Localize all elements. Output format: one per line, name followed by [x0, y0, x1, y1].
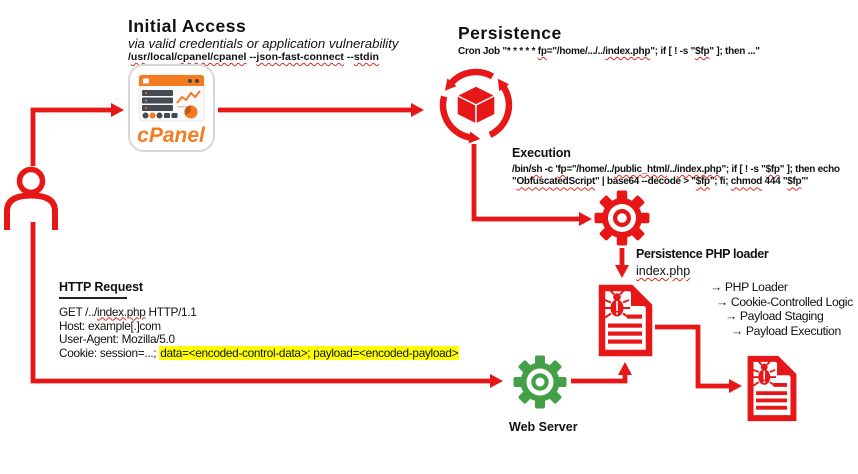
web-server-label: Web Server: [509, 420, 578, 434]
cpanel-icon: cPanel: [128, 64, 215, 152]
arrow-attacker-to-cpanel: [30, 103, 124, 166]
initial-access-subtitle: via valid credentials or application vul…: [128, 36, 399, 51]
http-request-underline: [59, 297, 127, 299]
persistence-title: Persistence: [458, 23, 562, 43]
list-item: → PHP Loader: [710, 280, 788, 294]
arrow-persistence-to-execution: [471, 144, 592, 226]
execution-command-line2: "ObfuscatedScript" | base64 --decode > "…: [512, 176, 808, 188]
initial-access-command: /usr/local/cpanel/cpanel --json-fast-con…: [128, 51, 379, 63]
initial-access-block: Initial Access via valid credentials or …: [128, 17, 399, 63]
package-cycle-icon: [439, 68, 513, 144]
initial-access-title: Initial Access: [128, 16, 247, 36]
http-request-title: HTTP Request: [59, 280, 143, 294]
arrow-loader-to-payload: [655, 324, 742, 393]
highlighted-cookie-payload: data=<encoded-control-data>; payload=<en…: [159, 346, 460, 361]
php-loader-block: Persistence PHP loader index.php: [636, 247, 769, 278]
http-request-line: User-Agent: Mozilla/5.0: [59, 332, 175, 347]
execution-title: Execution: [512, 146, 571, 160]
list-item: → Payload Execution: [731, 323, 841, 338]
php-loader-list: → PHP Loader → Cookie-Controlled Logic →…: [710, 280, 853, 338]
persistence-cron-command: Cron Job "* * * * * fp="/home/.../../ind…: [458, 46, 760, 57]
attacker-icon: [4, 166, 58, 230]
http-request-line: GET /../index.php HTTP/1.1: [59, 304, 197, 319]
malicious-php-file-icon: [598, 284, 653, 357]
http-request-block: HTTP Request GET /../index.php HTTP/1.1 …: [59, 280, 460, 361]
arrow-attacker-to-webserver: [30, 222, 503, 388]
execution-block: Execution /bin/sh -c 'fp="/home/../publi…: [512, 146, 840, 189]
staged-payload-file-icon: [747, 355, 797, 422]
execution-gear-icon: [594, 190, 650, 246]
http-request-line: Cookie: session=...; data=<encoded-contr…: [59, 346, 460, 361]
execution-command-line1: /bin/sh -c 'fp="/home/../public_html/../…: [512, 164, 840, 175]
persistence-block: Persistence Cron Job "* * * * * fp="/hom…: [458, 24, 760, 57]
php-loader-title: Persistence PHP loader: [636, 247, 769, 261]
php-loader-file: index.php: [636, 264, 691, 278]
http-request-line: Host: example[.]com: [59, 318, 161, 333]
web-server-gear-icon: [513, 355, 567, 409]
list-item: → Cookie-Controlled Logic: [716, 294, 853, 309]
list-item: → Payload Staging: [725, 309, 824, 324]
arrow-webserver-to-loader: [571, 362, 632, 384]
cpanel-logo-text: cPanel: [137, 124, 206, 147]
